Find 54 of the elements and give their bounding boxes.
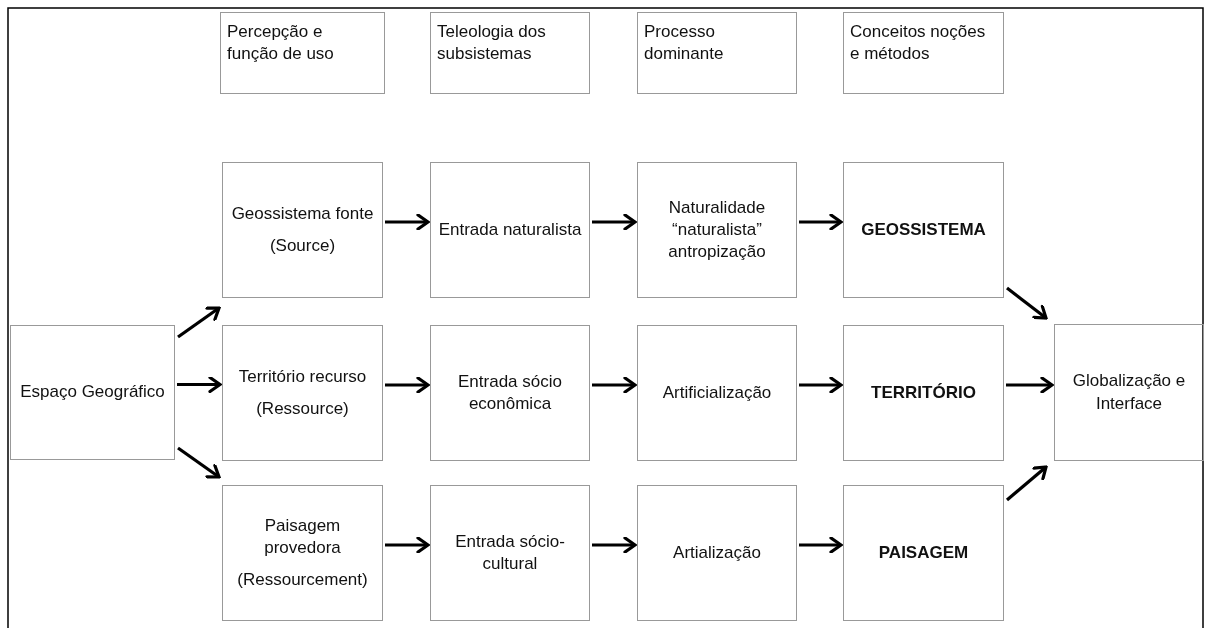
arrow — [177, 375, 222, 394]
node-label: TERRITÓRIO — [871, 381, 976, 404]
arrow — [799, 376, 843, 394]
node-label: Teleologia dos subsistemas — [437, 21, 547, 66]
node-label: Entrada naturalista — [438, 218, 582, 241]
process-box — [843, 325, 1004, 461]
arrow — [592, 376, 637, 394]
column-header-box — [220, 12, 385, 94]
column-header-box — [637, 12, 797, 94]
node-label: Conceitos noções e métodos — [850, 21, 987, 66]
arrow — [799, 536, 843, 554]
node-label: Globalização e Interface — [1071, 370, 1187, 415]
arrow — [592, 536, 637, 554]
node-label: Entrada sócio econômica — [457, 370, 563, 415]
process-box — [637, 485, 797, 621]
arrow — [1006, 376, 1054, 394]
arrow — [592, 213, 637, 231]
process-box — [1054, 324, 1204, 461]
node-label: Percepção e função de uso — [227, 21, 335, 66]
arrow — [799, 213, 843, 231]
arrow — [177, 306, 221, 339]
process-box — [222, 485, 383, 621]
column-header-box — [430, 12, 590, 94]
process-box — [222, 162, 383, 298]
process-box — [222, 325, 383, 461]
note-text: (Source) — [269, 235, 336, 257]
node-label: Artificialização — [662, 381, 772, 404]
process-box — [10, 325, 175, 460]
node-label: Geossistema fonte — [231, 202, 374, 225]
process-box — [843, 162, 1004, 298]
process-box — [637, 325, 797, 461]
column-header-box — [843, 12, 1004, 94]
arrow — [385, 213, 430, 231]
node-label: PAISAGEM — [878, 541, 969, 564]
process-box — [843, 485, 1004, 621]
process-box — [430, 162, 590, 298]
node-label: Processo dominante — [644, 21, 725, 66]
note-text: (Ressourcement) — [237, 569, 368, 592]
process-box — [430, 485, 590, 621]
process-box — [637, 162, 797, 298]
arrow — [1006, 286, 1048, 320]
node-label: Espaço Geográfico — [20, 381, 165, 404]
arrow — [177, 446, 221, 479]
node-label: GEOSSISTEMA — [861, 218, 986, 241]
arrow — [385, 536, 430, 554]
node-label: Naturalidade “naturalista” antropização — [667, 196, 767, 264]
note-text: (Ressource) — [256, 398, 349, 420]
node-label: Território recurso — [238, 365, 367, 388]
arrow — [1005, 465, 1048, 502]
arrow — [385, 376, 430, 394]
node-label: Artialização — [673, 541, 761, 564]
process-box — [430, 325, 590, 461]
node-label: Paisagem provedora — [263, 514, 342, 559]
node-label: Entrada sócio-cultural — [454, 530, 566, 575]
